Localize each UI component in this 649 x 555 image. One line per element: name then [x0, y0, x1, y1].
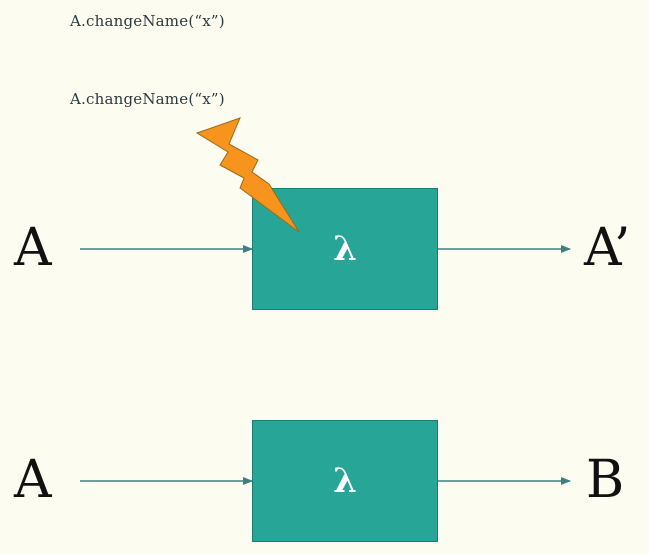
code-annotation-top: A.changeName(“x”) — [70, 12, 225, 30]
row1-lambda-label: λ — [333, 229, 357, 269]
lightning-bolt-shape — [195, 117, 300, 233]
row2-lambda-label: λ — [333, 461, 357, 501]
row1-function-box: λ — [252, 188, 438, 310]
code-annotation-side-effect: A.changeName(“x”) — [70, 90, 225, 108]
row2-input-label: A — [14, 450, 52, 510]
row2-output-label: B — [586, 450, 625, 510]
row1-input-label: A — [14, 218, 52, 278]
row1-output-label: A’ — [584, 218, 631, 278]
row2-function-box: λ — [252, 420, 438, 542]
